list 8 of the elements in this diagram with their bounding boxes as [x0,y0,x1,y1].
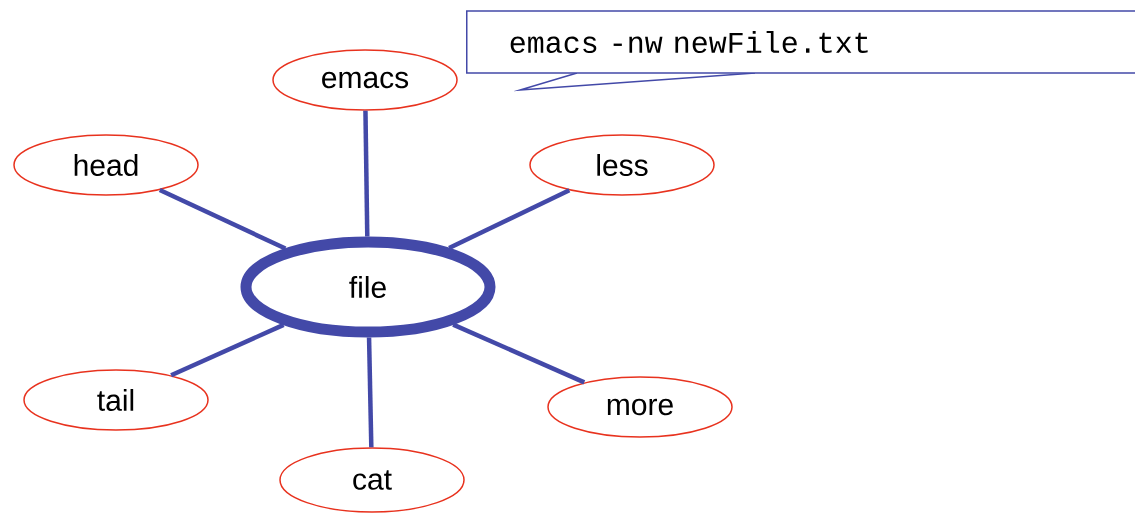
connector-line [452,322,586,385]
connector-line [158,188,287,251]
connector-line [363,110,370,237]
speech-callout: emacs -nw newFile.txt [466,10,1135,92]
connector-line [448,188,571,251]
node-label: emacs -nw newFile.txt [510,30,868,54]
connector-line [170,322,285,378]
connector-line [366,337,374,448]
